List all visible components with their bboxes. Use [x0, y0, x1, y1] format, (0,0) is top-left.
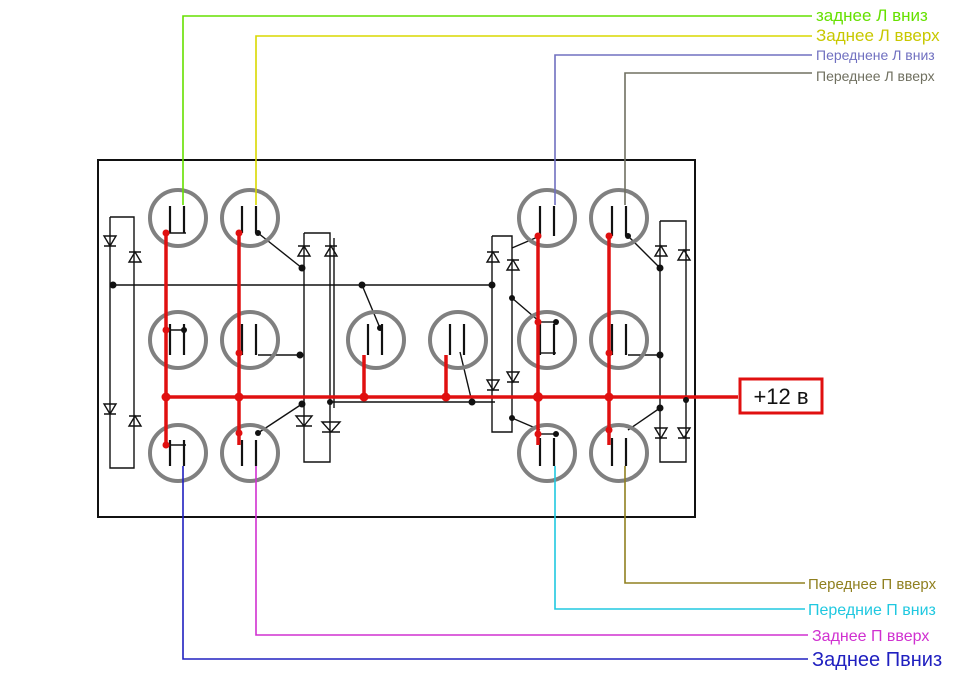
leader-lines-top [182, 15, 812, 205]
diode-symbol [294, 415, 314, 428]
diode-symbol [485, 379, 501, 392]
diode-symbol [676, 248, 692, 261]
label-front-right-up: Переднее П вверх [808, 576, 937, 593]
diode-symbol [323, 244, 339, 257]
label-rear-right-up: Заднее П вверх [812, 628, 929, 645]
switch [148, 188, 649, 483]
switch-panel [97, 159, 696, 518]
diodes [102, 235, 692, 440]
diode-symbol [505, 371, 521, 384]
black-wiring [109, 216, 687, 469]
leader-lines-bottom [182, 466, 808, 660]
label-rear-left-down: заднее Л вниз [816, 6, 928, 25]
label-rear-right-down: Заднее Пвниз [812, 649, 942, 671]
power-label: +12 в [753, 384, 808, 409]
switch-contacts [168, 206, 628, 466]
label-rear-left-up: Заднее Л вверх [816, 26, 940, 45]
diode-symbol [653, 427, 669, 440]
diode-symbol [320, 421, 342, 434]
power-bus [164, 233, 738, 445]
label-front-right-down: Передние П вниз [808, 602, 936, 619]
diode-symbol [676, 427, 692, 440]
diode-symbol [653, 244, 669, 257]
diode-symbol [296, 244, 312, 257]
diode-symbol [485, 250, 501, 263]
wire-junctions [109, 230, 689, 437]
label-front-left-down: Переднене Л вниз [816, 47, 935, 63]
diode-symbol [102, 403, 118, 416]
label-front-left-up: Переднее Л вверх [816, 68, 935, 84]
power-nodes [161, 229, 614, 449]
diode-symbol [102, 235, 118, 248]
diode-symbol [505, 258, 521, 271]
diode-symbol [127, 250, 143, 263]
diode-symbol [127, 414, 143, 427]
power-terminal-box [738, 377, 824, 415]
switches [148, 188, 649, 483]
